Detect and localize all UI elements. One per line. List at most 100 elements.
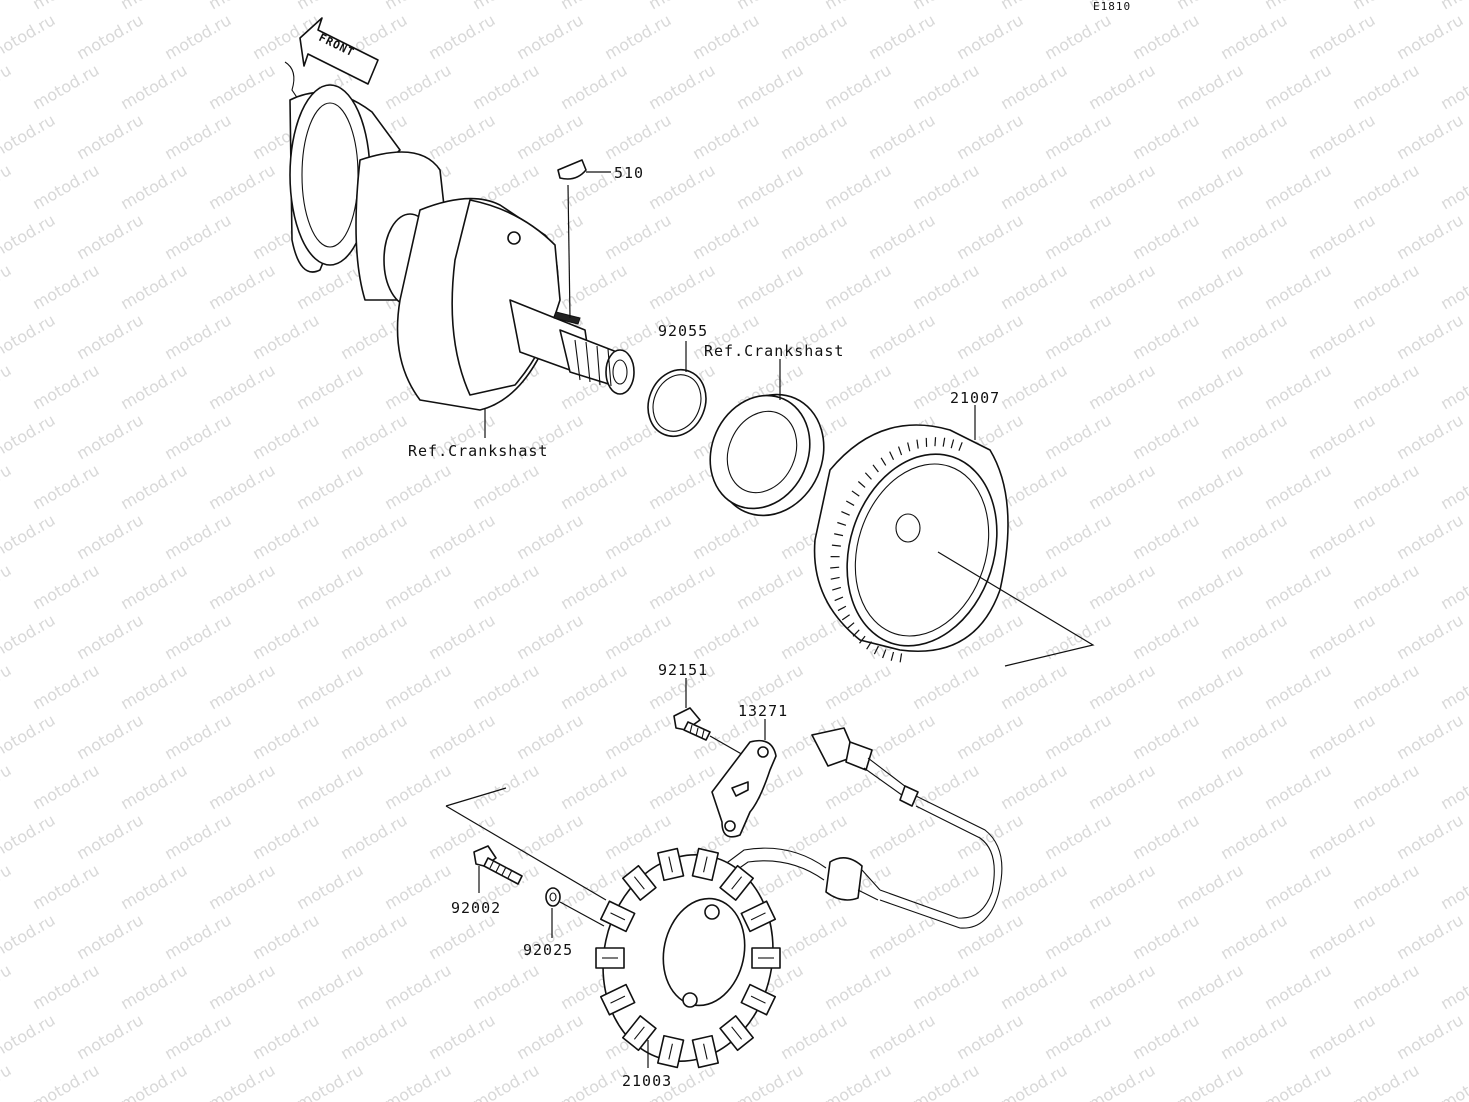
watermark-text: motod.ru [249,310,322,363]
watermark-text: motod.ru [1349,460,1422,513]
watermark-text: motod.ru [1217,310,1290,363]
rotor-teeth [830,437,963,663]
watermark-text: motod.ru [1129,310,1202,363]
watermark-text: motod.ru [381,960,454,1013]
stator-coil-winding [731,1026,743,1040]
watermark-text: motod.ru [953,310,1026,363]
rotor-tooth [958,442,963,451]
watermark-text: motod.ru [293,860,366,913]
watermark-text: motod.ru [513,810,586,863]
watermark-text: motod.ru [997,1060,1070,1102]
watermark-text: motod.ru [425,1010,498,1063]
watermark-text: motod.ru [73,410,146,463]
watermark-text: motod.ru [1393,310,1466,363]
watermark-text: motod.ru [0,710,58,763]
watermark-text: motod.ru [1393,910,1466,963]
watermark-text: motod.ru [733,160,806,213]
watermark-text: motod.ru [821,360,894,413]
watermark-text: motod.ru [469,960,542,1013]
watermark-text: motod.ru [645,0,718,13]
watermark-text: motod.ru [1129,1010,1202,1063]
watermark-text: motod.ru [1393,610,1466,663]
watermark-text: motod.ru [0,60,14,113]
watermark-text: motod.ru [1305,710,1378,763]
rotor-tooth [830,576,840,580]
watermark-text: motod.ru [865,310,938,363]
watermark-text: motod.ru [1437,360,1469,413]
watermark-text: motod.ru [1173,660,1246,713]
stator-coil-winding [750,995,766,1004]
watermark-text: motod.ru [557,1060,630,1102]
watermark-text: motod.ru [1173,160,1246,213]
watermark-text: motod.ru [1437,760,1469,813]
watermark-text: motod.ru [1129,510,1202,563]
watermark-text: motod.ru [29,460,102,513]
watermark-text: motod.ru [1041,610,1114,663]
watermark-text: motod.ru [557,260,630,313]
watermark-text: motod.ru [777,210,850,263]
watermark-text: motod.ru [117,560,190,613]
stator: 21003 [445,787,781,1090]
watermark-text: motod.ru [777,10,850,63]
watermark-text: motod.ru [1349,160,1422,213]
watermark-text: motod.ru [29,0,102,13]
watermark-text: motod.ru [0,660,14,713]
watermark-text: motod.ru [117,360,190,413]
watermark-text: motod.ru [205,660,278,713]
watermark-text: motod.ru [249,910,322,963]
watermark-text: motod.ru [0,560,14,613]
watermark-text: motod.ru [425,710,498,763]
stator-wire [719,727,1003,929]
watermark-text: motod.ru [1305,510,1378,563]
seal-collar: Ref.Crankshast [704,342,843,517]
watermark-text: motod.ru [205,560,278,613]
rotor-tooth [845,500,855,506]
rotor-tooth [851,490,860,497]
watermark-text: motod.ru [997,160,1070,213]
watermark-text: motod.ru [997,660,1070,713]
rotor-tooth [916,439,919,449]
watermark-text: motod.ru [821,1060,894,1102]
watermark-text: motod.ru [337,910,410,963]
watermark-text: motod.ru [381,460,454,513]
watermark-text: motod.ru [1173,760,1246,813]
watermark-text: motod.ru [1349,560,1422,613]
watermark-text: motod.ru [645,160,718,213]
watermark-text: motod.ru [953,710,1026,763]
watermark-text: motod.ru [1173,560,1246,613]
watermark-text: motod.ru [1041,210,1114,263]
watermark-text: motod.ru [381,60,454,113]
watermark-text: motod.ru [425,110,498,163]
watermark-text: motod.ru [29,960,102,1013]
stator-coil-winding [633,876,645,890]
label-oring: 92055 [658,322,708,340]
watermark-text: motod.ru [689,610,762,663]
watermark-text: motod.ru [1085,260,1158,313]
watermark-text: motod.ru [1393,1010,1466,1063]
watermark-text: motod.ru [1437,860,1469,913]
crankshaft: Ref.Crankshast [284,61,635,460]
watermark-text: motod.ru [865,110,938,163]
rotor-tooth [846,622,855,629]
rotor-tooth [873,645,879,655]
watermark-text: motod.ru [249,610,322,663]
stator-coil-winding [610,995,626,1004]
watermark-text: motod.ru [1217,1010,1290,1063]
stator-coil-winding [731,876,743,890]
watermark-text: motod.ru [249,1010,322,1063]
watermark-text: motod.ru [249,410,322,463]
watermark-text: motod.ru [1217,410,1290,463]
watermark-text: motod.ru [73,210,146,263]
watermark-text: motod.ru [293,760,366,813]
watermark-text: motod.ru [29,760,102,813]
watermark-text: motod.ru [1261,460,1334,513]
watermark-text: motod.ru [1261,160,1334,213]
watermark-text: motod.ru [1041,1010,1114,1063]
watermark-text: motod.ru [293,0,366,13]
stator-coil-winding [750,912,766,921]
watermark-text: motod.ru [205,960,278,1013]
watermark-text: motod.ru [0,210,58,263]
watermark-text: motod.ru [1437,260,1469,313]
watermark-text: motod.ru [161,1010,234,1063]
rotor-tooth [890,651,895,661]
